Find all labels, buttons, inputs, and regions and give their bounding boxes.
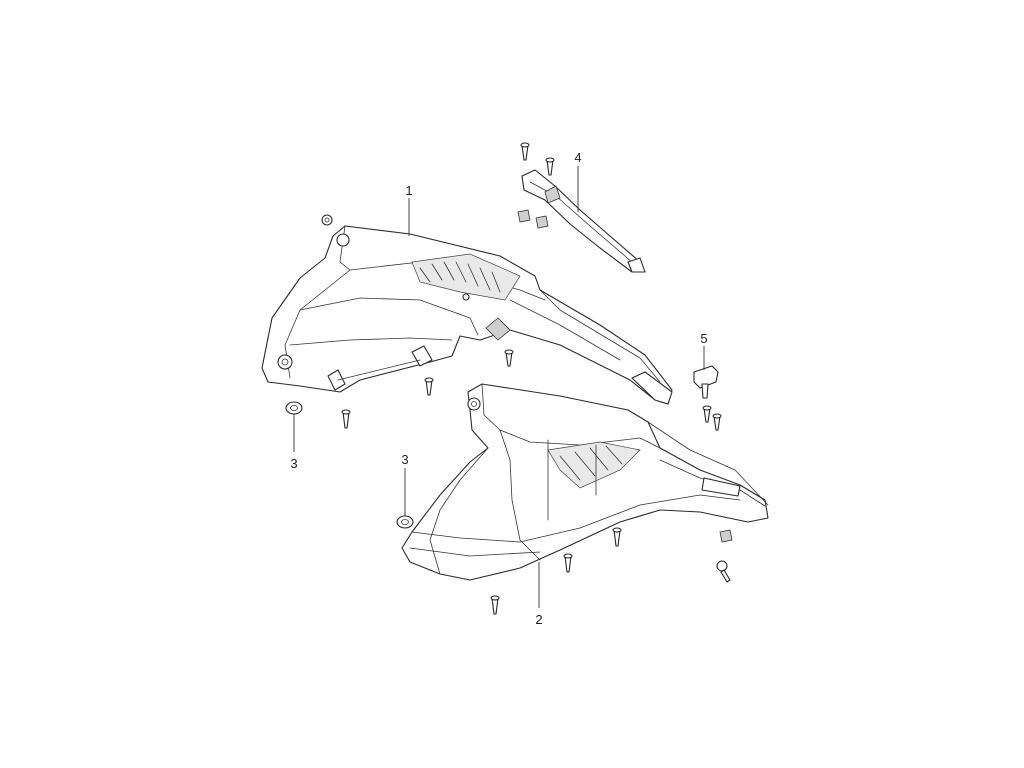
screw [424,377,434,396]
callout-3b: 3 [401,452,409,516]
part-2-right-side-cover [401,383,769,581]
callout-3a: 3 [290,414,298,471]
callout-4-number: 4 [574,150,581,165]
screw [702,405,712,423]
clip [719,529,733,543]
part-5-clip [693,365,719,399]
bolt-lower-right [716,560,731,583]
callout-3a-number: 3 [290,456,297,471]
washer-right [396,515,414,529]
clip [535,215,549,229]
screw [612,527,622,547]
washer-left [285,401,303,415]
screw [545,157,555,176]
callout-2-number: 2 [535,612,542,627]
part-1-left-side-cover [261,225,673,405]
screw [563,553,573,573]
callouts: 1 2 3 3 4 5 [290,150,707,627]
part-4-trim-strip [521,169,646,273]
callout-3b-number: 3 [401,452,408,467]
callout-4: 4 [574,150,582,212]
screw [712,413,722,431]
fasteners [285,142,733,615]
callout-5: 5 [700,331,708,370]
screw [490,595,500,615]
screw [520,142,530,161]
nut-top-left [321,214,333,226]
callout-2: 2 [535,562,543,627]
screw [341,409,351,429]
callout-5-number: 5 [700,331,707,346]
clip [517,209,531,223]
screw [504,349,514,367]
callout-1: 1 [405,183,413,236]
callout-1-number: 1 [405,183,412,198]
